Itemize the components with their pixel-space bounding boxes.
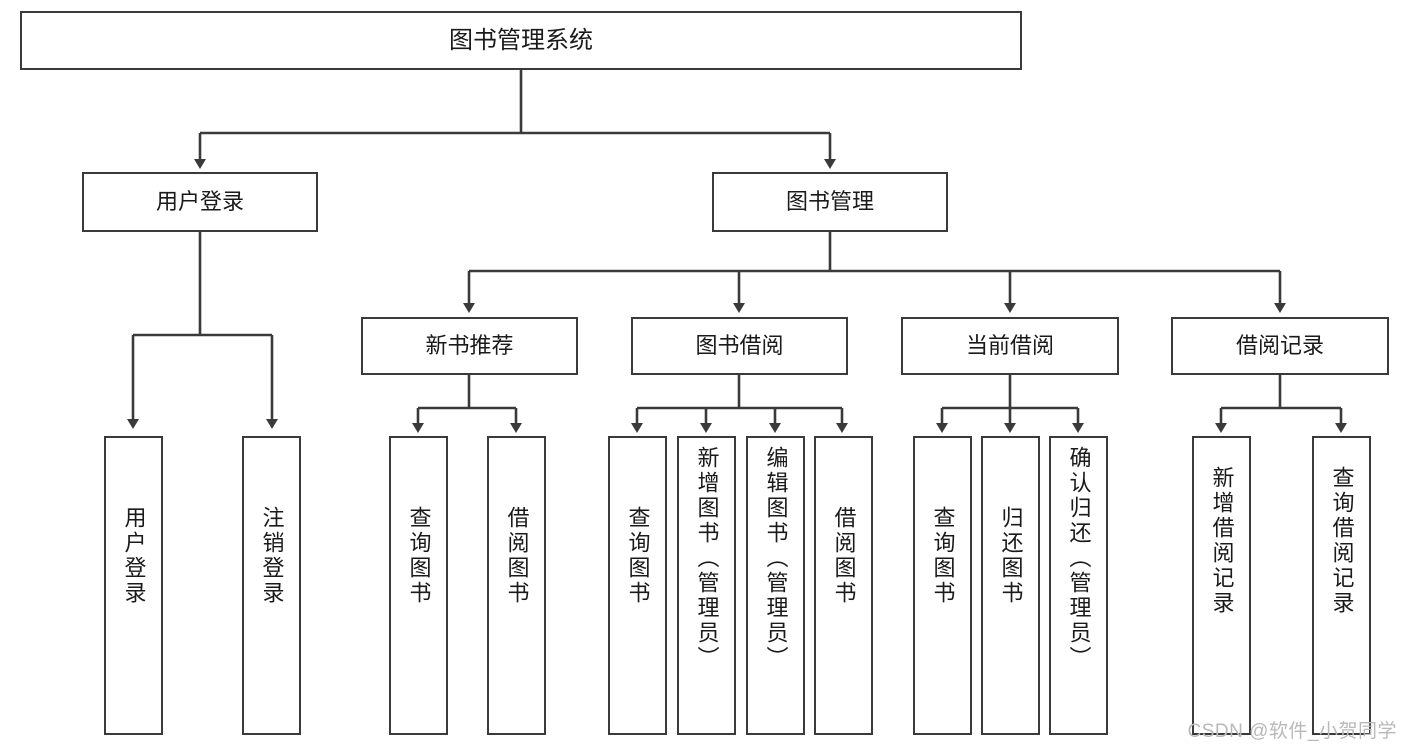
node-user-login-label: 用户登录 [155,189,244,215]
node-user-login[interactable]: 用户登录 [82,172,318,232]
leaf-borrow-book-2-label: 借阅图书 [831,506,857,606]
node-book-borrow[interactable]: 图书借阅 [631,317,848,375]
leaf-query-book-1[interactable]: 查询图书 [389,436,448,735]
watermark-text: CSDN @软件_小贺同学 [1187,721,1397,742]
leaf-query-record-label: 查询借阅记录 [1329,466,1355,616]
leaf-edit-book[interactable]: 编辑图书（管理员） [746,436,805,735]
leaf-query-book-2-label: 查询图书 [625,506,651,606]
node-new-book-rec[interactable]: 新书推荐 [361,317,578,375]
node-root-label: 图书管理系统 [449,26,593,54]
node-book-manage[interactable]: 图书管理 [712,172,948,232]
node-current-borrow-label: 当前借阅 [965,333,1054,359]
leaf-logout-label: 注销登录 [259,506,285,606]
leaf-user-login-label: 用户登录 [121,506,147,606]
leaf-return-book[interactable]: 归还图书 [981,436,1040,735]
leaf-query-book-3-label: 查询图书 [930,506,956,606]
leaf-logout[interactable]: 注销登录 [242,436,301,735]
node-book-manage-label: 图书管理 [785,189,874,215]
leaf-edit-book-label: 编辑图书（管理员） [763,446,789,671]
leaf-add-book[interactable]: 新增图书（管理员） [677,436,736,735]
leaf-user-login[interactable]: 用户登录 [104,436,163,735]
leaf-borrow-book-2[interactable]: 借阅图书 [814,436,873,735]
leaf-query-book-1-label: 查询图书 [406,506,432,606]
leaf-query-book-3[interactable]: 查询图书 [913,436,972,735]
leaf-add-record[interactable]: 新增借阅记录 [1192,436,1251,735]
node-current-borrow[interactable]: 当前借阅 [901,317,1119,375]
leaf-borrow-book-1-label: 借阅图书 [504,506,530,606]
leaf-confirm-return-label: 确认归还（管理员） [1066,446,1092,671]
leaf-borrow-book-1[interactable]: 借阅图书 [487,436,546,735]
leaf-query-book-2[interactable]: 查询图书 [608,436,667,735]
node-new-book-rec-label: 新书推荐 [425,333,514,359]
leaf-return-book-label: 归还图书 [998,506,1024,606]
node-borrow-record[interactable]: 借阅记录 [1171,317,1389,375]
leaf-add-record-label: 新增借阅记录 [1209,466,1235,616]
leaf-add-book-label: 新增图书（管理员） [694,446,720,671]
node-root[interactable]: 图书管理系统 [20,11,1022,70]
node-book-borrow-label: 图书借阅 [695,333,784,359]
node-borrow-record-label: 借阅记录 [1235,333,1324,359]
leaf-confirm-return[interactable]: 确认归还（管理员） [1049,436,1108,735]
leaf-query-record[interactable]: 查询借阅记录 [1312,436,1371,735]
